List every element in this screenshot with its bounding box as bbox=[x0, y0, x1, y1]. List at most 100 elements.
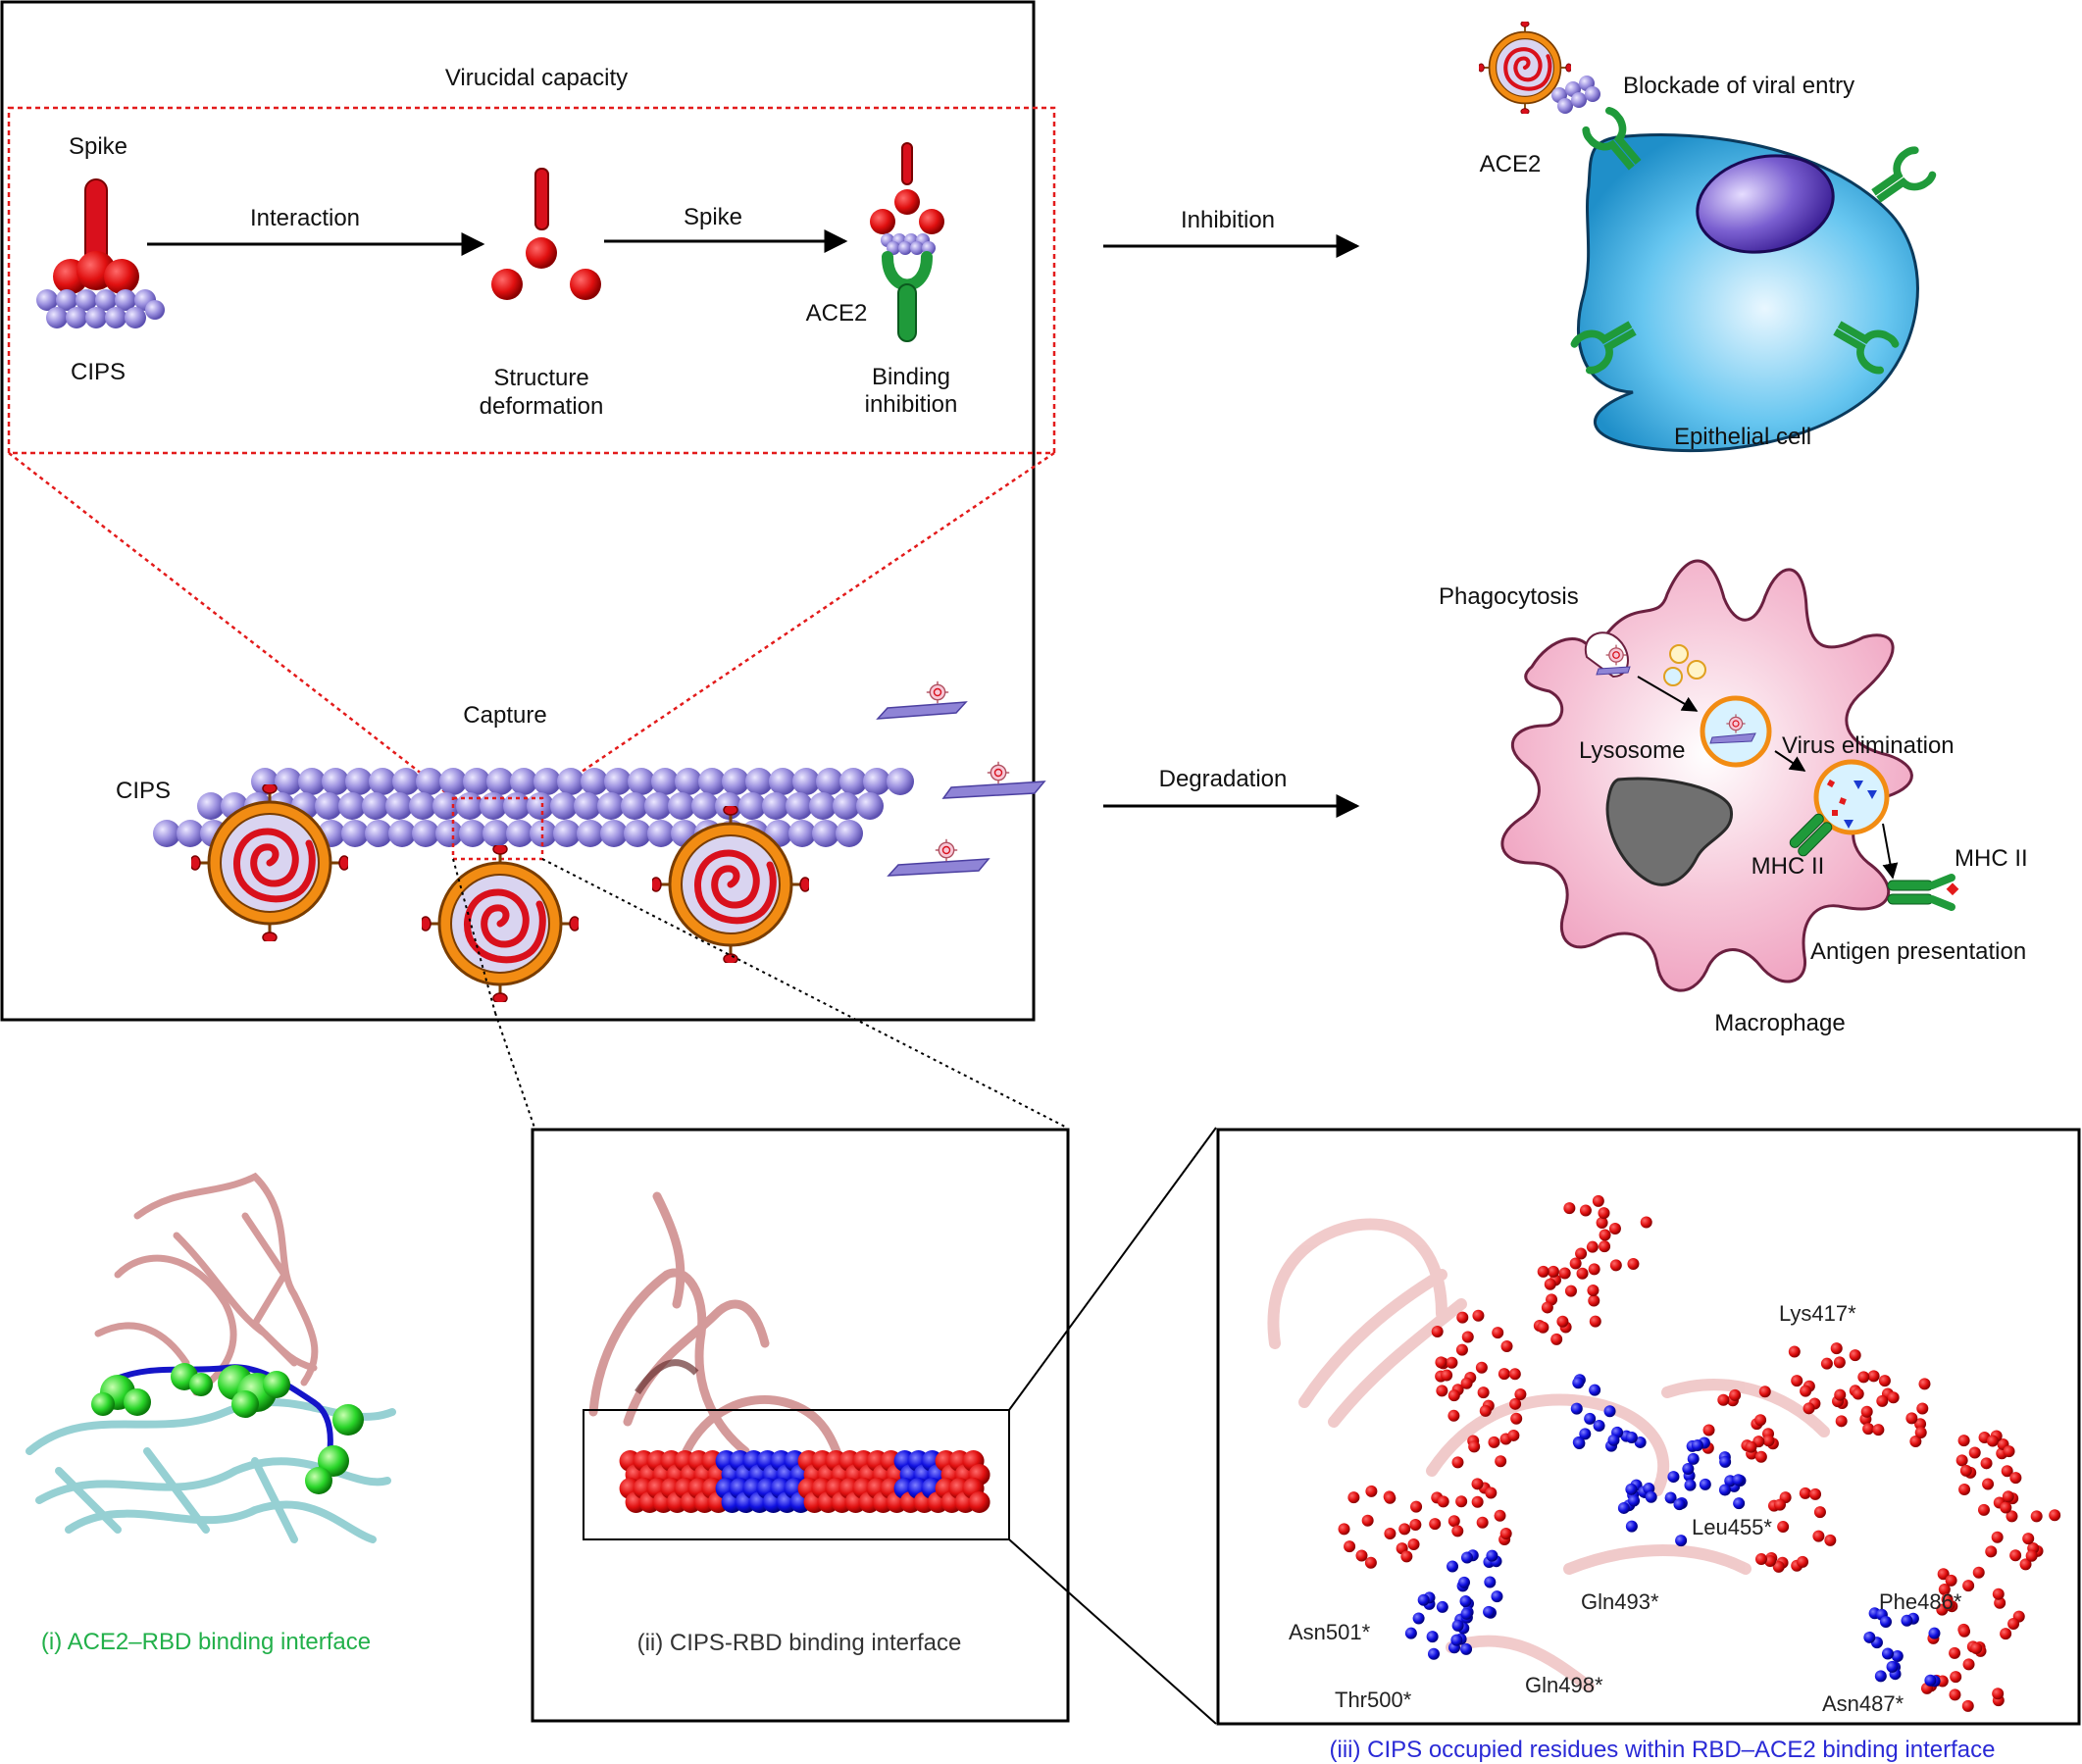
cips-residue bbox=[1460, 1377, 1473, 1389]
cips-residue bbox=[1544, 1278, 1556, 1290]
cips-residue bbox=[1849, 1349, 1861, 1362]
cips-bead bbox=[769, 768, 796, 795]
cips-residue bbox=[1550, 1333, 1563, 1345]
cips-bead bbox=[553, 820, 581, 847]
mini-sheet-1 bbox=[876, 680, 968, 720]
occupied-residue bbox=[1625, 1520, 1638, 1533]
cips-bead bbox=[345, 768, 373, 795]
occupied-residue bbox=[1673, 1498, 1686, 1511]
cips-residue bbox=[1431, 1326, 1444, 1338]
cips-residue bbox=[1991, 1531, 2004, 1543]
cips-residue bbox=[1772, 1560, 1785, 1573]
caption-ii: (ii) CIPS-RBD binding interface bbox=[637, 1630, 962, 1656]
cips-rbd-structure bbox=[588, 1191, 848, 1476]
virus-elimination-vesicle bbox=[1813, 759, 1890, 835]
cips-residue bbox=[1957, 1435, 1970, 1447]
zoom-line-down-left bbox=[452, 858, 496, 1014]
cips-bead bbox=[480, 792, 507, 820]
zoom-line-down-right bbox=[541, 858, 1068, 1129]
occupied-residue bbox=[1719, 1455, 1732, 1468]
lysosome-arrow bbox=[1774, 750, 1806, 772]
cips-bead bbox=[482, 820, 510, 847]
cips-bead bbox=[388, 820, 416, 847]
virus-elimination-label: Virus elimination bbox=[1782, 732, 1955, 759]
cips-residue bbox=[1456, 1311, 1469, 1324]
cips-bead bbox=[275, 768, 302, 795]
macrophage-label: Macrophage bbox=[1714, 1010, 1845, 1036]
occupied-residue bbox=[1426, 1631, 1439, 1643]
cips-residue bbox=[1455, 1343, 1468, 1356]
cips-residue bbox=[1980, 1457, 1993, 1470]
residue-leu455: Leu455* bbox=[1692, 1515, 1772, 1539]
cips-bead bbox=[341, 820, 369, 847]
cips-bead bbox=[338, 792, 366, 820]
occupied-residue bbox=[1573, 1437, 1586, 1450]
cips-bead bbox=[392, 768, 420, 795]
cips-residue bbox=[1588, 1263, 1600, 1276]
cips-residue bbox=[1876, 1394, 1889, 1407]
cips-residue bbox=[2019, 1558, 2032, 1571]
cips-residue bbox=[1835, 1415, 1848, 1428]
cips-bead bbox=[651, 768, 679, 795]
occupied-residue bbox=[1628, 1494, 1641, 1507]
cips-residue bbox=[1579, 1204, 1592, 1217]
cips-bead bbox=[322, 768, 349, 795]
cips-bead bbox=[668, 792, 695, 820]
mhc-inner-label: MHC II bbox=[1752, 853, 1825, 880]
cips-residue bbox=[1569, 1257, 1582, 1270]
zoom-line-right bbox=[541, 451, 1055, 800]
inset-title: Virucidal capacity bbox=[445, 65, 628, 91]
cips-residue bbox=[1982, 1478, 1995, 1490]
cips-bead bbox=[621, 792, 648, 820]
cips-bead bbox=[691, 792, 719, 820]
cips-residue bbox=[1361, 1514, 1374, 1527]
cips-bead bbox=[557, 768, 584, 795]
panel-ii-frame bbox=[531, 1128, 1070, 1723]
cips-bead bbox=[816, 768, 843, 795]
cips-bead bbox=[435, 820, 463, 847]
occupied-residue bbox=[1460, 1607, 1473, 1620]
cips-residue bbox=[1800, 1385, 1812, 1397]
occupied-residue bbox=[1891, 1650, 1904, 1663]
cips-residue bbox=[1905, 1412, 1918, 1425]
cips-residue bbox=[1833, 1356, 1846, 1369]
cips-residue bbox=[1803, 1402, 1815, 1415]
cips-bead bbox=[197, 792, 225, 820]
cips-residue bbox=[1446, 1356, 1458, 1369]
cips-bead bbox=[439, 768, 467, 795]
cips-residue bbox=[1962, 1580, 1975, 1592]
residue-lys417: Lys417* bbox=[1779, 1301, 1856, 1326]
ace2-label: ACE2 bbox=[1480, 151, 1542, 177]
cips-residue bbox=[1338, 1523, 1350, 1536]
cips-residue bbox=[1588, 1294, 1600, 1307]
residue-gln493: Gln493* bbox=[1581, 1589, 1659, 1614]
cips-residue bbox=[1344, 1540, 1356, 1553]
cips-residue bbox=[1355, 1549, 1368, 1562]
occupied-residue bbox=[1625, 1431, 1638, 1443]
interaction-label: Interaction bbox=[250, 205, 360, 231]
inhibition-label: Inhibition bbox=[1181, 207, 1275, 233]
cips-residue bbox=[1476, 1516, 1489, 1529]
cips-residue bbox=[1754, 1553, 1767, 1566]
cips-residue bbox=[1955, 1454, 1968, 1467]
cips-residue bbox=[2009, 1472, 2022, 1485]
cips-residue bbox=[1558, 1267, 1571, 1280]
occupied-residue bbox=[1901, 1614, 1913, 1627]
occupied-residue bbox=[1436, 1600, 1448, 1613]
binding-label-1: Binding bbox=[872, 364, 950, 390]
cips-residue bbox=[1777, 1521, 1790, 1534]
capture-label: Capture bbox=[463, 702, 546, 729]
cips-residue bbox=[1587, 1284, 1600, 1296]
cips-residue bbox=[2000, 1501, 2012, 1514]
cips-residue bbox=[1813, 1506, 1826, 1519]
cips-residue bbox=[1599, 1240, 1611, 1253]
cips-residue bbox=[1492, 1327, 1504, 1339]
cips-residue bbox=[1914, 1418, 1927, 1431]
cips-bead bbox=[412, 820, 439, 847]
occupied-residue bbox=[1733, 1497, 1746, 1510]
cips-residue bbox=[1860, 1405, 1873, 1418]
cips-bead bbox=[856, 792, 884, 820]
occupied-residue bbox=[1691, 1438, 1703, 1451]
cips-residue bbox=[1992, 1688, 2005, 1700]
